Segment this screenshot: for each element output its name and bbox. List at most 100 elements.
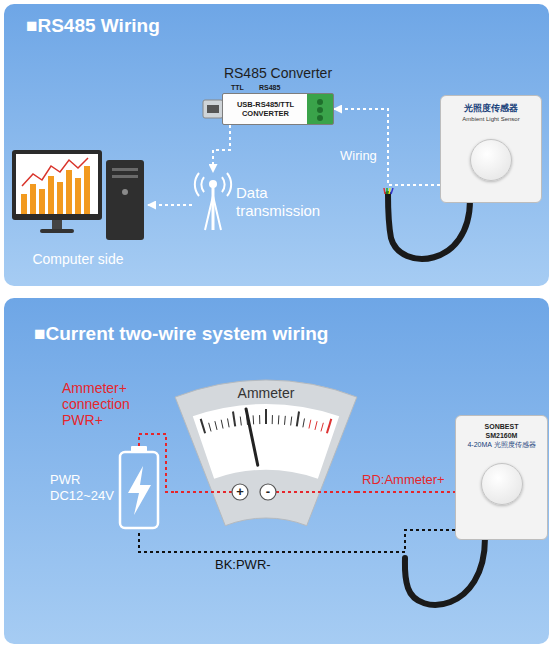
ammeter: Ammeter +- xyxy=(175,380,357,526)
scale-tick xyxy=(278,415,280,424)
wire-end xyxy=(391,188,393,194)
terminal-circle xyxy=(232,484,248,500)
monitor-stand xyxy=(52,220,62,230)
light-sensor: 光照度传感器Ambient Light Sensor xyxy=(440,95,542,203)
radio-wave xyxy=(227,173,231,196)
scale-tick xyxy=(233,411,235,426)
wire-stub xyxy=(175,491,232,493)
scale-tick xyxy=(291,417,292,426)
panel-ground xyxy=(4,298,549,644)
terminal-sign: + xyxy=(232,484,248,500)
chart-bar xyxy=(48,176,54,214)
pc-tower xyxy=(106,160,144,240)
usb-converter: RS485 ConverterUSB-RS485/TTL CONVERTER xyxy=(222,93,334,125)
wireless-node: Data transmission xyxy=(192,172,332,232)
sensor-print: 光照度传感器 xyxy=(464,102,518,114)
drive-slot xyxy=(112,175,138,178)
wire-label: BK:PWR- xyxy=(215,557,271,573)
monitor-base xyxy=(40,229,74,233)
wire-end xyxy=(386,188,388,194)
sensor-cable xyxy=(405,538,485,605)
terminal-screw xyxy=(317,107,323,113)
scale-tick xyxy=(321,423,323,432)
scale-tick xyxy=(221,420,223,429)
monitor-screen xyxy=(16,154,98,214)
chart-bar xyxy=(57,182,63,214)
lightning-bolt xyxy=(128,466,151,515)
sensor-print: Ambient Light Sensor xyxy=(462,115,519,123)
scale-tick xyxy=(303,418,305,427)
ammeter-outline xyxy=(175,380,357,526)
radio-wave xyxy=(195,173,199,196)
ammeter-name: Ammeter xyxy=(175,385,357,401)
scale-tick xyxy=(209,423,211,432)
power-label: PWR DC12~24V xyxy=(50,472,116,504)
scale-tick xyxy=(309,420,311,429)
wire-label: Ammeter+ connection PWR+ xyxy=(62,380,142,428)
terminal-screw xyxy=(317,115,323,121)
sensor-dome xyxy=(470,139,512,181)
antenna-mast xyxy=(212,184,215,230)
scale-tick xyxy=(297,411,299,426)
radio-wave xyxy=(222,177,225,192)
monitor-frame xyxy=(12,150,102,220)
drive-slot xyxy=(112,168,138,171)
radio-wave xyxy=(201,177,204,192)
ammeter-face xyxy=(193,404,339,479)
data-link xyxy=(334,109,440,185)
sensor-cable xyxy=(388,194,470,259)
chart-bar xyxy=(39,189,45,214)
device-name: RS485 Converter xyxy=(193,65,363,81)
scale-tick xyxy=(327,419,331,433)
scale-tick xyxy=(201,419,205,433)
ammeter-body xyxy=(175,380,357,526)
wire-end xyxy=(389,188,390,194)
wire-link xyxy=(139,434,175,492)
computer-label: Computer side xyxy=(32,251,123,268)
terminal-sign: - xyxy=(260,484,276,500)
power-supply: PWR DC12~24V xyxy=(50,446,160,530)
two-wire-panel: ■Current two-wire system wiringPWR DC12~… xyxy=(4,298,549,644)
sensor-print: SM2160M xyxy=(486,431,518,440)
terminal-screw xyxy=(317,99,323,105)
chart-bar xyxy=(66,170,72,214)
wire-label: RD:Ammeter+ xyxy=(362,472,445,488)
scale-tick xyxy=(253,415,255,424)
terminal-circle xyxy=(260,484,276,500)
wire-end xyxy=(384,188,385,194)
panel-ground xyxy=(4,4,549,286)
wire-stub xyxy=(276,491,357,493)
scale-tick xyxy=(240,417,241,426)
scale-tick xyxy=(315,421,317,430)
needle xyxy=(246,409,258,465)
device-print: USB-RS485/TTL CONVERTER xyxy=(227,100,304,118)
pin-label: TTL xyxy=(231,83,244,92)
antenna-tip xyxy=(209,180,217,188)
chart-bar xyxy=(75,178,81,214)
sensor-print: 4-20MA 光照度传感器 xyxy=(467,440,535,449)
scale-tick xyxy=(228,418,230,427)
scale-tick xyxy=(272,415,273,424)
power-button xyxy=(122,189,128,195)
panel-heading: ■Current two-wire system wiring xyxy=(34,322,519,346)
chart-bar xyxy=(84,166,90,214)
wire-link xyxy=(139,530,455,552)
scale-tick xyxy=(265,409,267,424)
scale-tick xyxy=(284,416,286,425)
pin-label: RS485 xyxy=(259,83,280,92)
sensor-dome xyxy=(481,463,523,505)
battery-terminal xyxy=(131,446,147,452)
panel-heading: ■RS485 Wiring xyxy=(26,14,527,38)
usb-plug-inner xyxy=(207,105,219,113)
scale-tick xyxy=(259,415,260,424)
wireless-label: Data transmission xyxy=(236,184,332,220)
chart-line xyxy=(22,158,88,186)
scale-tick xyxy=(215,421,217,430)
data-link xyxy=(213,125,230,172)
wire-link xyxy=(357,491,455,493)
chart-bar xyxy=(21,194,27,214)
data-link xyxy=(148,204,192,206)
computer: Computer side xyxy=(8,148,148,270)
sensor-print: SONBEST xyxy=(485,422,519,431)
